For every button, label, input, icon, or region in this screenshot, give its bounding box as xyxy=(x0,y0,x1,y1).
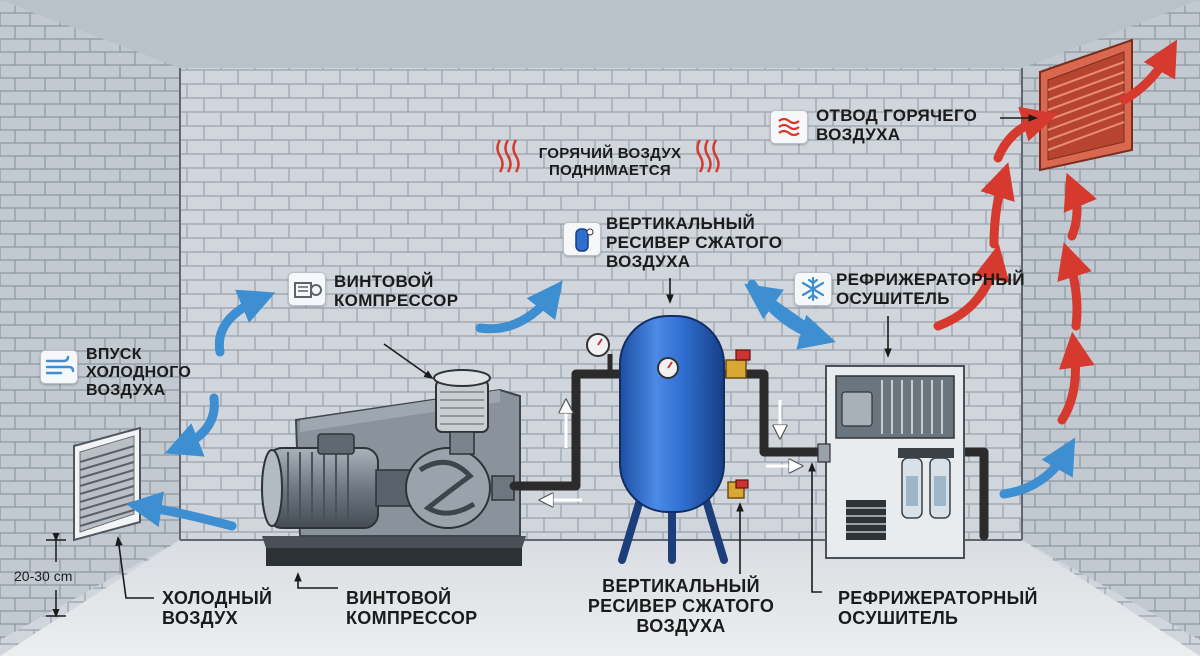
label-line: ВОЗДУХА xyxy=(586,616,776,636)
label-line: ВПУСК xyxy=(86,346,191,364)
label-line: ВОЗДУХА xyxy=(816,125,977,144)
label-line: КОМПРЕССОР xyxy=(346,608,478,628)
refrigeration-dryer xyxy=(818,366,964,558)
label-line: КОМПРЕССОР xyxy=(334,291,458,310)
heat-waves-icon xyxy=(770,110,808,144)
tank-icon xyxy=(563,222,601,256)
label-line: РЕСИВЕР СЖАТОГО xyxy=(586,596,776,616)
label-line: ПОДНИМАЕТСЯ xyxy=(520,163,700,180)
label-receiver-bottom: ВЕРТИКАЛЬНЫЙ РЕСИВЕР СЖАТОГО ВОЗДУХА xyxy=(586,576,776,636)
label-line: ХОЛОДНЫЙ xyxy=(162,588,272,608)
wind-icon xyxy=(40,350,78,384)
label-line: ВОЗДУХ xyxy=(162,608,272,628)
label-line: РЕФРИЖЕРАТОРНЫЙ xyxy=(838,588,1038,608)
label-line: ОСУШИТЕЛЬ xyxy=(838,608,1038,628)
label-hot-air-exhaust: ОТВОД ГОРЯЧЕГО ВОЗДУХА xyxy=(816,106,977,144)
label-line: ВОЗДУХА xyxy=(606,252,782,271)
label-line: ВИНТОВОЙ xyxy=(334,272,458,291)
left-wall xyxy=(0,0,180,640)
label-line: РЕСИВЕР СЖАТОГО xyxy=(606,233,782,252)
label-line: ХОЛОДНОГО xyxy=(86,364,191,382)
label-line: ВЕРТИКАЛЬНЫЙ xyxy=(606,214,782,233)
label-dryer-bottom: РЕФРИЖЕРАТОРНЫЙ ОСУШИТЕЛЬ xyxy=(838,588,1038,628)
clearance-dimension-label: 20-30 cm xyxy=(14,568,72,584)
label-cold-air-intake: ВПУСК ХОЛОДНОГО ВОЗДУХА xyxy=(86,346,191,400)
label-line: ОСУШИТЕЛЬ xyxy=(836,289,1025,308)
snowflake-icon xyxy=(794,272,832,306)
label-receiver-top: ВЕРТИКАЛЬНЫЙ РЕСИВЕР СЖАТОГО ВОЗДУХА xyxy=(606,214,782,271)
label-line: ГОРЯЧИЙ ВОЗДУХ xyxy=(520,146,700,163)
compressor-icon xyxy=(288,272,326,306)
label-cold-air-bottom: ХОЛОДНЫЙ ВОЗДУХ xyxy=(162,588,272,628)
label-line: ВИНТОВОЙ xyxy=(346,588,478,608)
label-screw-compressor-bottom: ВИНТОВОЙ КОМПРЕССОР xyxy=(346,588,478,628)
label-line: ОТВОД ГОРЯЧЕГО xyxy=(816,106,977,125)
ceiling xyxy=(0,0,1200,68)
label-dryer-top: РЕФРИЖЕРАТОРНЫЙ ОСУШИТЕЛЬ xyxy=(836,270,1025,308)
label-screw-compressor-top: ВИНТОВОЙ КОМПРЕССОР xyxy=(334,272,458,310)
label-line: РЕФРИЖЕРАТОРНЫЙ xyxy=(836,270,1025,289)
label-line: ВОЗДУХА xyxy=(86,382,191,400)
label-line: ВЕРТИКАЛЬНЫЙ xyxy=(586,576,776,596)
label-hot-air-rises: ГОРЯЧИЙ ВОЗДУХ ПОДНИМАЕТСЯ xyxy=(520,146,700,180)
intake-grille xyxy=(74,428,140,540)
